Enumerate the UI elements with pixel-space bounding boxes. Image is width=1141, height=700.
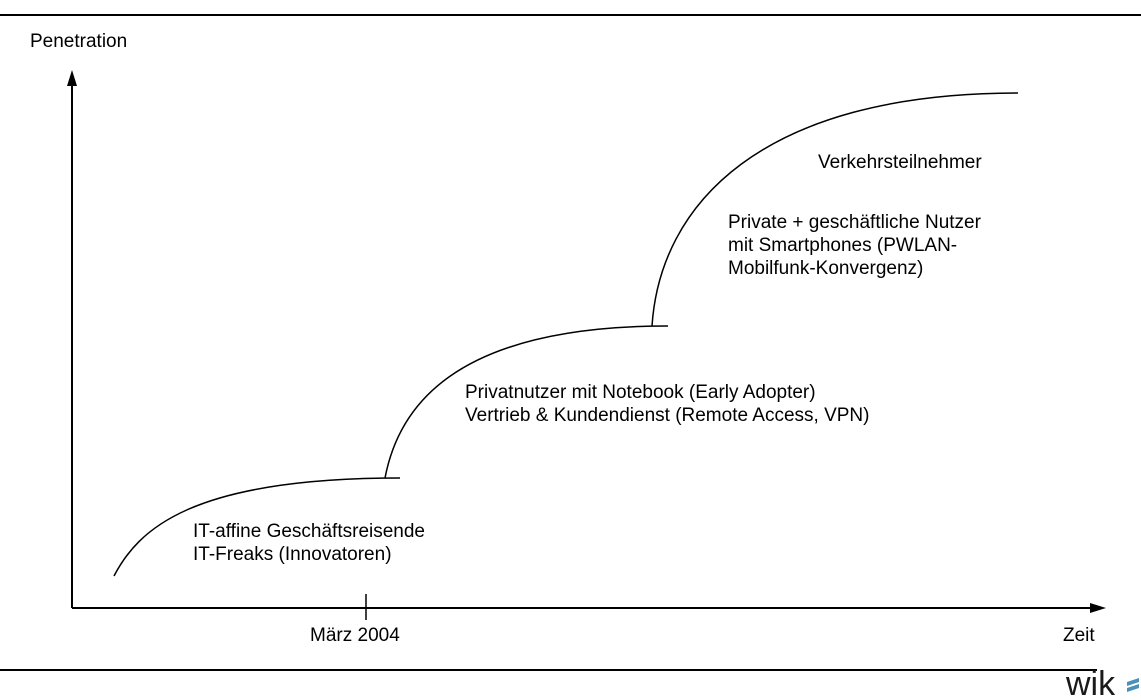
stage-1-line-2: IT-Freaks (Innovatoren) [193,544,392,565]
stage-curve-2 [384,325,669,479]
x-axis-label: Zeit [1063,625,1095,646]
stage-curve-1 [113,477,401,577]
stage-3-heading: Verkehrsteilnehmer [818,151,982,174]
stage-curve-3 [651,92,1019,327]
stage-2-line-2: Vertrieb & Kundendienst (Remote Access, … [465,405,870,426]
stage-3-line-1: Private + geschäftliche Nutzer [728,212,981,233]
stage-2-label: Privatnutzer mit Notebook (Early Adopter… [465,381,869,427]
stage-1-line-1: IT-affine Geschäftsreisende [193,521,425,542]
stage-3-line-3: Mobilfunk-Konvergenz) [728,258,924,279]
y-axis-label: Penetration [30,31,128,52]
y-axis-arrowhead [67,70,77,86]
x-axis-arrowhead [1090,603,1106,613]
stage-3-heading-line-1: Verkehrsteilnehmer [818,152,982,173]
stage-2-line-1: Privatnutzer mit Notebook (Early Adopter… [465,382,816,403]
x-axis-tick-label: März 2004 [310,625,400,646]
wik-logo: wik [1066,667,1141,700]
stage-3-line-2: mit Smartphones (PWLAN- [728,235,958,256]
stage-3-label: Private + geschäftliche Nutzer mit Smart… [728,211,981,280]
wik-logo-text: wik [1066,667,1116,700]
stage-1-label: IT-affine Geschäftsreisende IT-Freaks (I… [193,520,425,566]
bottom-rule [0,669,1097,671]
wik-logo-mark-icon [1127,678,1139,692]
top-rule [0,14,1141,16]
